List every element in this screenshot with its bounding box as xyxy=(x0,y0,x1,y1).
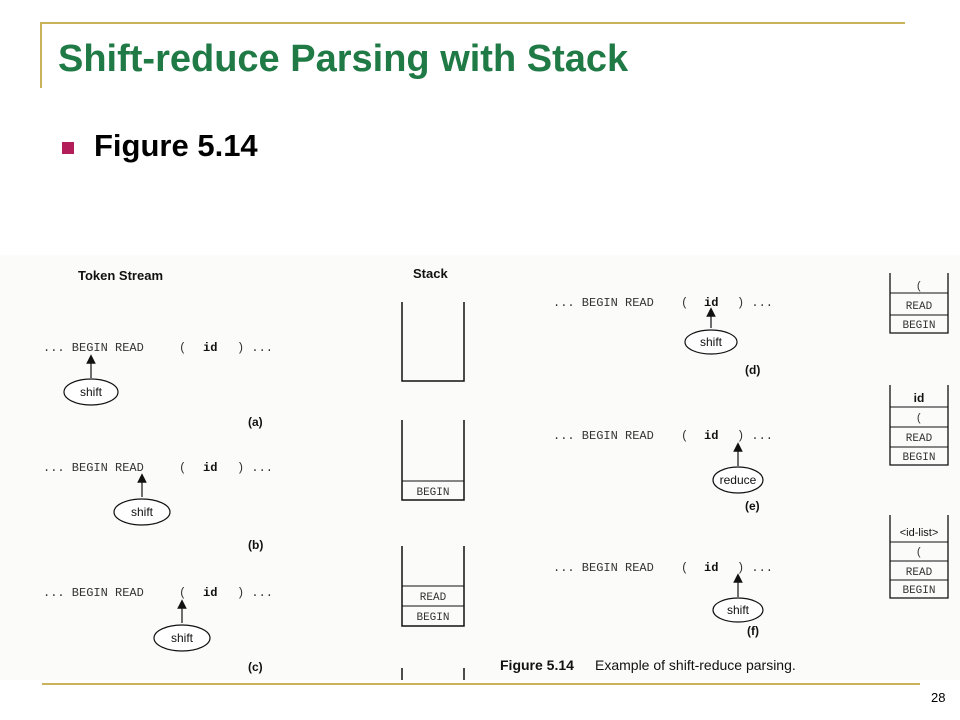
token-prefix-e: ... BEGIN READ xyxy=(553,429,654,443)
stack-f-read: READ xyxy=(906,567,933,579)
stack-c-begin: BEGIN xyxy=(416,612,449,624)
bullet-text: Figure 5.14 xyxy=(94,128,258,163)
stack-b xyxy=(401,420,465,501)
frame-left-line xyxy=(40,22,42,88)
step-b: ... BEGIN READ ( id ) ... shift (b) BEGI… xyxy=(43,420,465,552)
stack-f-id-list: <id-list> xyxy=(900,527,939,539)
stack-e-id: id xyxy=(914,391,925,405)
token-prefix-a: ... BEGIN READ xyxy=(43,341,144,355)
stack-e: id ( READ BEGIN xyxy=(889,385,949,466)
token-close-c: ) ... xyxy=(237,586,273,600)
stack-d-paren: ( xyxy=(916,281,923,293)
stack-d: ( READ BEGIN xyxy=(889,273,949,334)
token-id-e: id xyxy=(704,429,718,443)
token-close-f: ) ... xyxy=(737,561,773,575)
shift-label-a: shift xyxy=(80,385,103,399)
shift-label-c: shift xyxy=(171,631,194,645)
bullet-square-icon xyxy=(62,142,74,154)
token-close-e: ) ... xyxy=(737,429,773,443)
token-id-c: id xyxy=(203,586,217,600)
label-c: (c) xyxy=(248,660,263,674)
token-prefix-d: ... BEGIN READ xyxy=(553,296,654,310)
token-close-a: ) ... xyxy=(237,341,273,355)
slide-title: Shift-reduce Parsing with Stack xyxy=(58,38,629,80)
shift-oval-d xyxy=(684,329,738,355)
token-prefix-c: ... BEGIN READ xyxy=(43,586,144,600)
shift-oval-c xyxy=(153,624,211,652)
stack-b-begin: BEGIN xyxy=(416,487,449,499)
token-id-d: id xyxy=(704,296,718,310)
stack-d-read: READ xyxy=(906,301,933,313)
token-open-a: ( xyxy=(179,341,186,355)
token-id-b: id xyxy=(203,461,217,475)
token-open-c: ( xyxy=(179,586,186,600)
token-close-d: ) ... xyxy=(737,296,773,310)
stack-d-begin: BEGIN xyxy=(902,320,935,332)
frame-top-line xyxy=(40,22,905,24)
shift-oval-f xyxy=(712,597,764,623)
page-number: 28 xyxy=(931,690,946,705)
step-e: ... BEGIN READ ( id ) ... reduce (e) id … xyxy=(553,385,949,513)
step-f: ... BEGIN READ ( id ) ... shift (f) <id-… xyxy=(553,515,949,638)
token-open-b: ( xyxy=(179,461,186,475)
stack-e-begin: BEGIN xyxy=(902,452,935,464)
caption-label: Figure 5.14 xyxy=(500,657,574,673)
step-d: ... BEGIN READ ( id ) ... shift (d) ( RE… xyxy=(553,273,949,377)
reduce-oval-e xyxy=(712,466,764,494)
reduce-label-e: reduce xyxy=(720,473,757,487)
step-c: ... BEGIN READ ( id ) ... shift (c) READ… xyxy=(43,546,465,680)
token-id-f: id xyxy=(704,561,718,575)
shift-oval-b xyxy=(113,498,171,526)
label-a: (a) xyxy=(248,415,263,429)
stack-f-begin: BEGIN xyxy=(902,585,935,597)
token-stream-header: Token Stream xyxy=(78,268,163,283)
shift-label-b: shift xyxy=(131,505,154,519)
stack-f: <id-list> ( READ BEGIN xyxy=(889,515,949,599)
token-close-b: ) ... xyxy=(237,461,273,475)
stack-c-read: READ xyxy=(420,592,447,604)
caption-text: Example of shift-reduce parsing. xyxy=(595,657,796,673)
label-e: (e) xyxy=(745,499,760,513)
token-open-d: ( xyxy=(681,296,688,310)
label-d: (d) xyxy=(745,363,760,377)
shift-label-f: shift xyxy=(727,603,750,617)
label-b: (b) xyxy=(248,538,263,552)
stack-f-paren: ( xyxy=(916,547,923,559)
figure-svg: Token Stream Stack ... BEGIN READ ( id )… xyxy=(43,266,949,680)
frame-bottom-line xyxy=(42,683,920,685)
stack-e-read: READ xyxy=(906,433,933,445)
figure-5-14-image: Token Stream Stack ... BEGIN READ ( id )… xyxy=(0,255,960,680)
token-prefix-f: ... BEGIN READ xyxy=(553,561,654,575)
token-id-a: id xyxy=(203,341,217,355)
step-a: ... BEGIN READ ( id ) ... shift (a) xyxy=(43,302,465,429)
token-open-f: ( xyxy=(681,561,688,575)
stack-a xyxy=(401,302,465,382)
label-f: (f) xyxy=(747,624,759,638)
stack-header: Stack xyxy=(413,266,448,281)
shift-label-d: shift xyxy=(700,335,723,349)
stack-e-paren: ( xyxy=(916,413,923,425)
token-prefix-b: ... BEGIN READ xyxy=(43,461,144,475)
shift-oval-a xyxy=(63,378,119,406)
token-open-e: ( xyxy=(681,429,688,443)
